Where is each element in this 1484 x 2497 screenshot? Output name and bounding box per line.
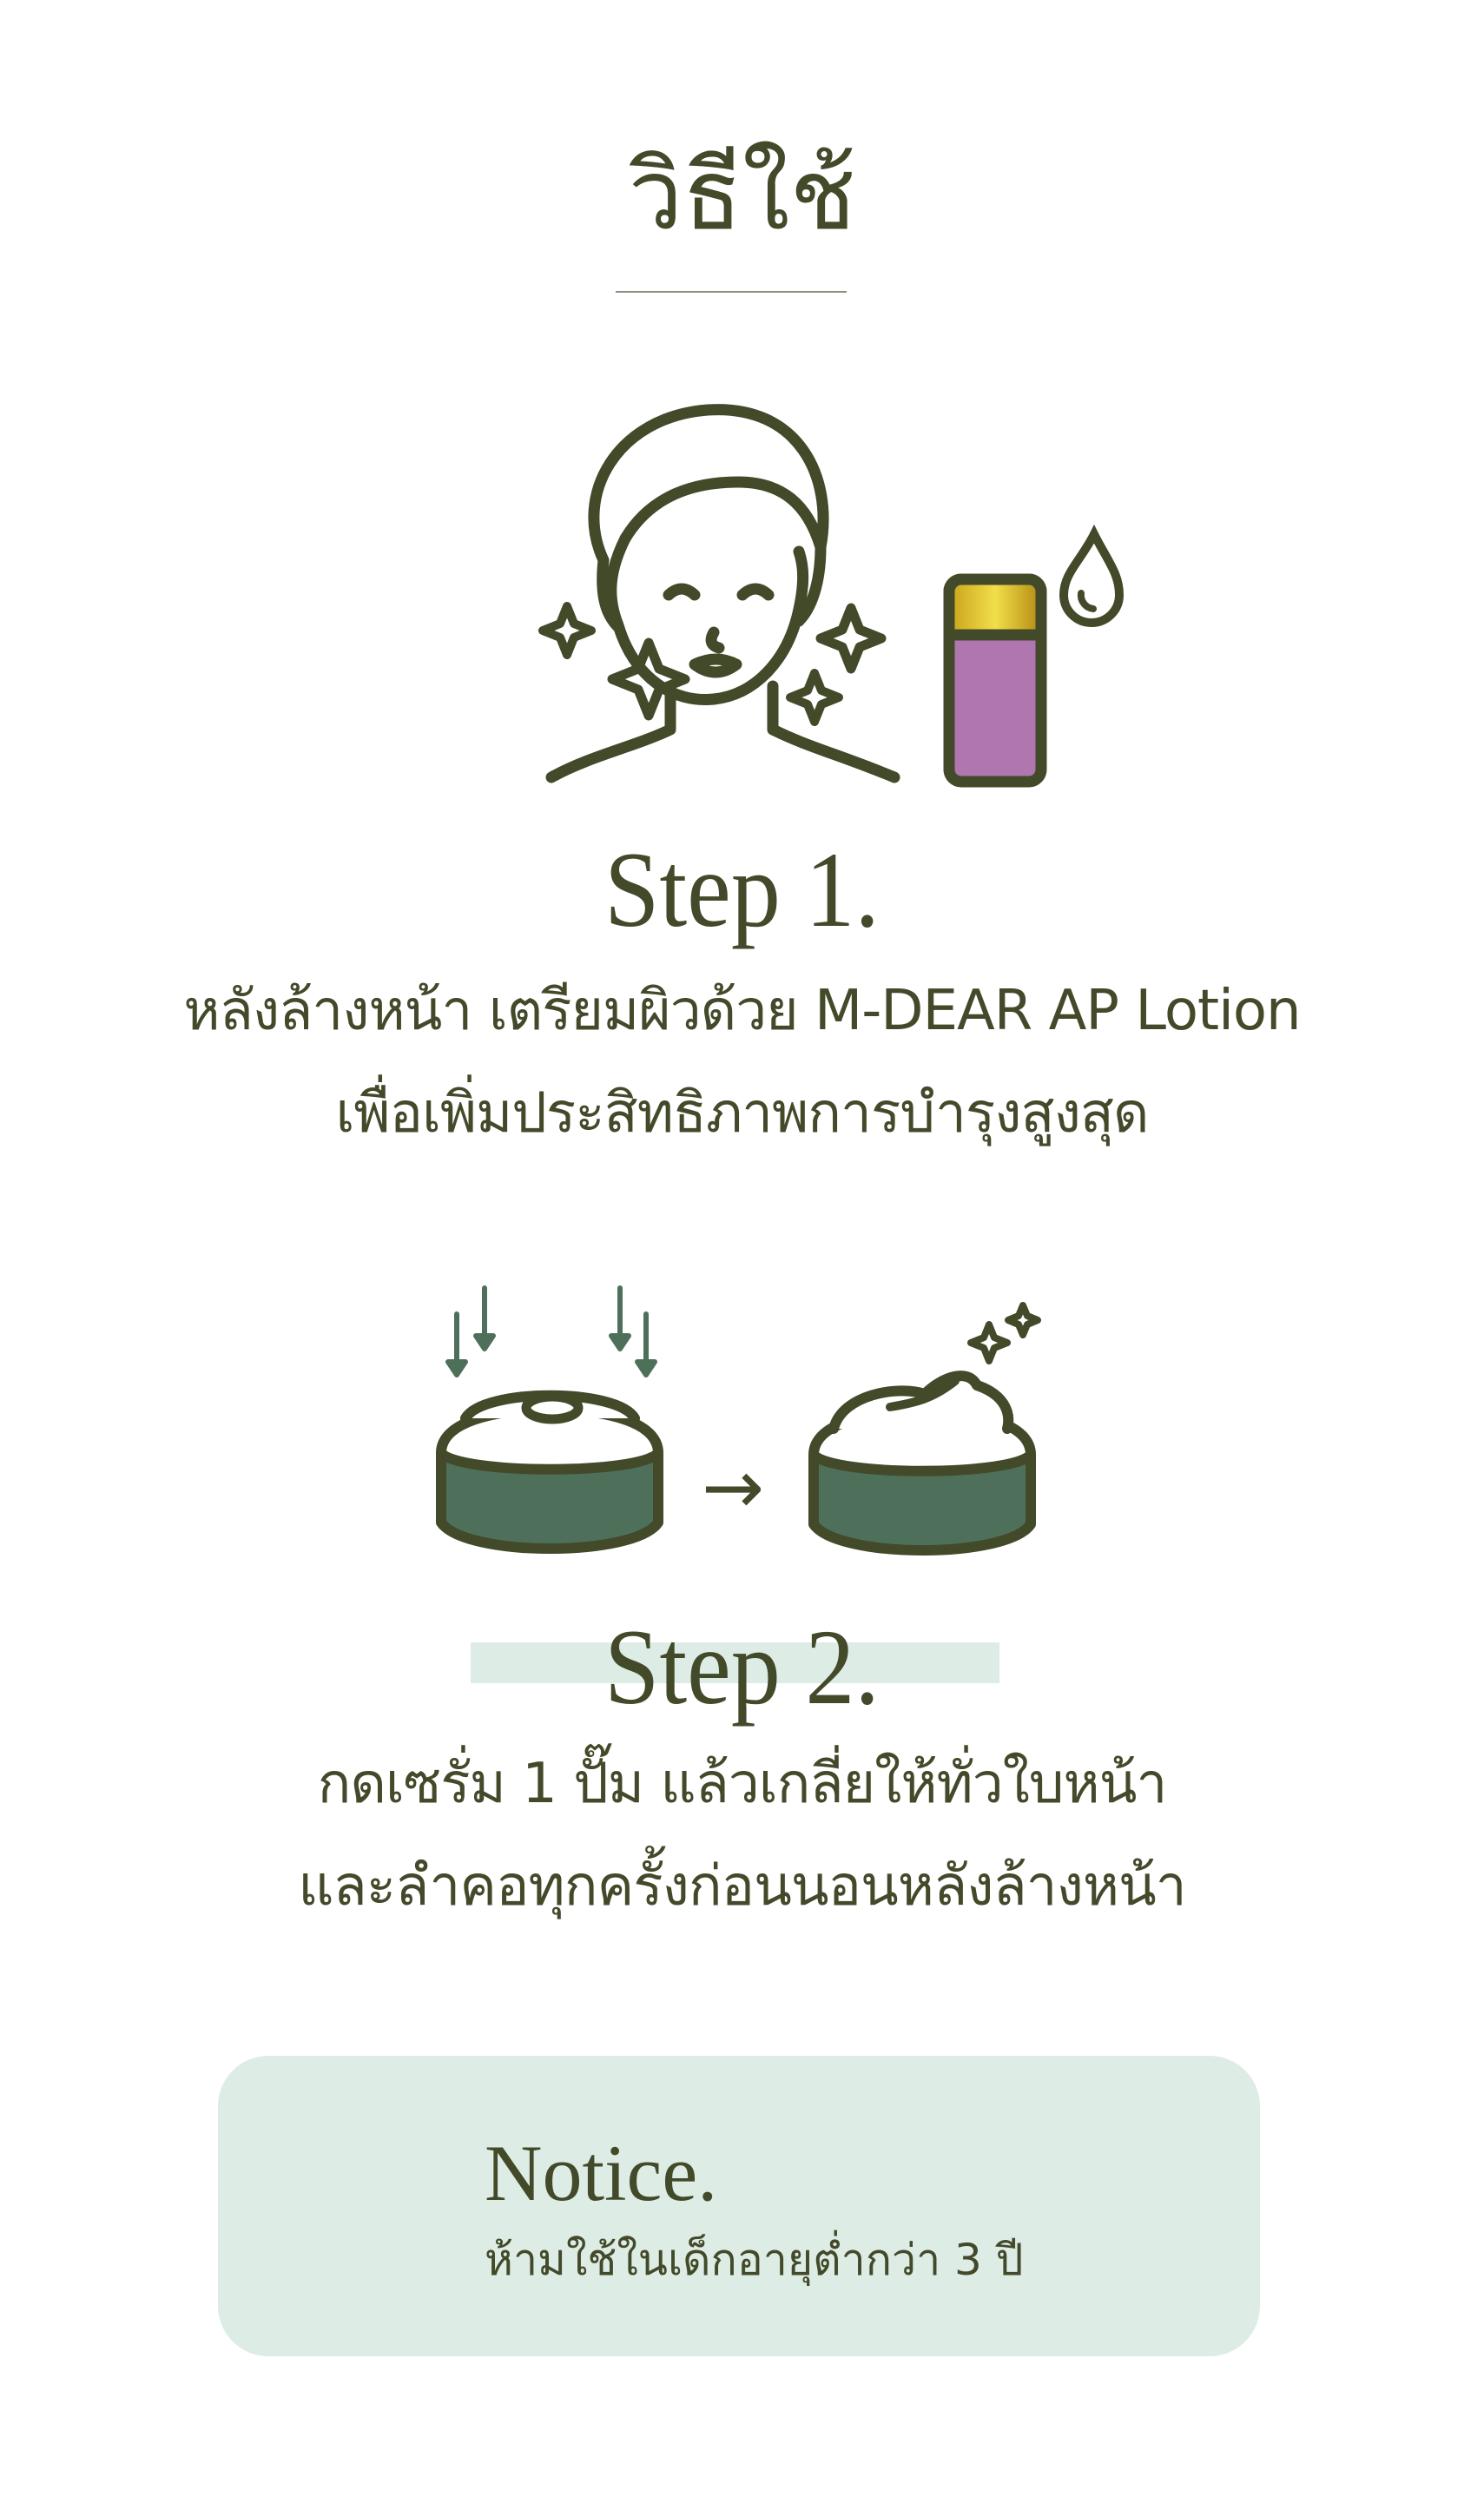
cream-jar-before-icon [436, 1285, 663, 1554]
notice-box: Notice. ห้ามใช้ในเด็กอายุต่ำกว่า 3 ปี [218, 2056, 1260, 2356]
step-1-line-1: หลังล้างหน้า เตรียมผิวด้วย M-DEAR AP Lot… [183, 979, 1301, 1043]
step-2-heading: Step 2. [604, 1608, 880, 1727]
step-2-line-2: และลำคอทุกครั้งก่อนนอนหลังล้างหน้า [298, 1854, 1186, 1919]
step-2-description: กดเซรั่ม 1 ปั๊ม แล้วเกลี่ยให้ทั่วใบหน้า … [0, 1733, 1484, 1938]
lotion-bottle-icon [943, 524, 1125, 788]
step-1-line-2: เพื่อเพิ่มประสิทธิภาพการบำรุงสูงสุด [335, 1081, 1150, 1146]
cream-jar-after-icon [808, 1302, 1041, 1556]
arrow-icon: → [702, 1444, 765, 1531]
page-title: วิธีใช้ [628, 139, 856, 252]
notice-text: ห้ามใช้ในเด็กอายุต่ำกว่า 3 ปี [485, 2235, 1024, 2285]
title-divider [616, 291, 847, 293]
notice-title: Notice. [485, 2129, 718, 2217]
woman-face-towel-icon [538, 404, 900, 783]
step-2-highlight-bar [471, 1642, 999, 1683]
step-1-heading: Step 1. [604, 830, 880, 949]
step-1-description: หลังล้างหน้า เตรียมผิวด้วย M-DEAR AP Lot… [0, 960, 1484, 1165]
step-2-line-1: กดเซรั่ม 1 ปั๊ม แล้วเกลี่ยให้ทั่วใบหน้า [317, 1752, 1168, 1816]
